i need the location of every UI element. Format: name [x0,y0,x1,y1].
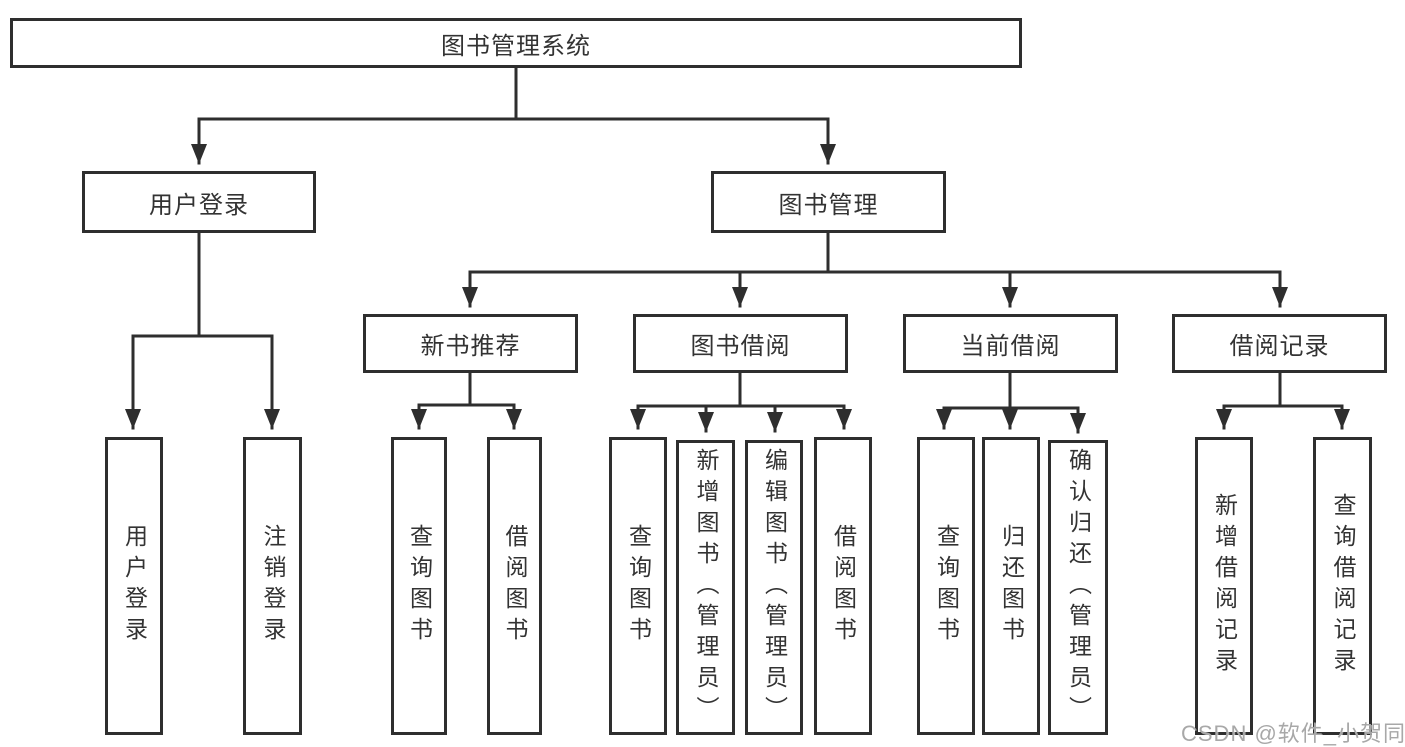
leaf-current-query-books: 查询图书 [917,437,975,735]
node-current-borrow: 当前借阅 [903,314,1118,373]
node-book-borrow: 图书借阅 [633,314,848,373]
leaf-confirm-return-admin-label: 确认归还（管理员） [1065,448,1092,727]
leaf-borrow-borrow-books: 借阅图书 [814,437,872,735]
connector-records-rail [1222,371,1344,408]
leaf-borrow-query-books-label: 查询图书 [625,524,652,648]
connector-current-rail [942,371,1080,410]
leaf-borrow-query-books: 查询图书 [609,437,667,735]
leaf-current-query-books-label: 查询图书 [933,524,960,648]
node-root: 图书管理系统 [10,18,1022,68]
leaf-edit-books-admin: 编辑图书（管理员） [745,440,803,735]
leaf-user-login-label: 用户登录 [121,524,148,648]
leaf-recommend-query-books: 查询图书 [391,437,447,735]
csdn-watermark: CSDN @软件_小贺同学 [1181,721,1405,746]
leaf-add-books-admin: 新增图书（管理员） [676,440,735,735]
leaf-recommend-query-books-label: 查询图书 [406,524,433,648]
leaf-edit-books-admin-label: 编辑图书（管理员） [761,448,788,727]
leaf-logout-label: 注销登录 [260,524,286,648]
connector-recommend-rail [417,371,516,407]
connector-root-rail [197,66,830,121]
connectors [125,66,1350,434]
connector-user-rail [131,231,274,338]
leaf-add-borrow-record-label: 新增借阅记录 [1211,493,1238,679]
leaf-borrow-borrow-books-label: 借阅图书 [830,524,857,648]
leaf-query-borrow-record-label: 查询借阅记录 [1330,493,1356,679]
connector-mgmt-rail [468,231,1282,274]
leaf-recommend-borrow-books: 借阅图书 [487,437,542,735]
leaf-add-borrow-record: 新增借阅记录 [1195,437,1253,735]
node-new-book-recommend: 新书推荐 [363,314,578,373]
leaf-logout: 注销登录 [243,437,302,735]
leaf-user-login: 用户登录 [105,437,163,735]
leaf-confirm-return-admin: 确认归还（管理员） [1048,440,1108,735]
node-borrow-records: 借阅记录 [1172,314,1387,373]
leaf-return-books: 归还图书 [982,437,1040,735]
leaf-add-books-admin-label: 新增图书（管理员） [693,448,719,727]
leaf-recommend-borrow-books-label: 借阅图书 [502,524,528,648]
connector-borrow-rail [636,371,846,408]
leaf-query-borrow-record: 查询借阅记录 [1313,437,1372,735]
leaf-return-books-label: 归还图书 [998,524,1025,648]
node-book-management: 图书管理 [711,171,946,233]
node-user-login: 用户登录 [82,171,316,233]
